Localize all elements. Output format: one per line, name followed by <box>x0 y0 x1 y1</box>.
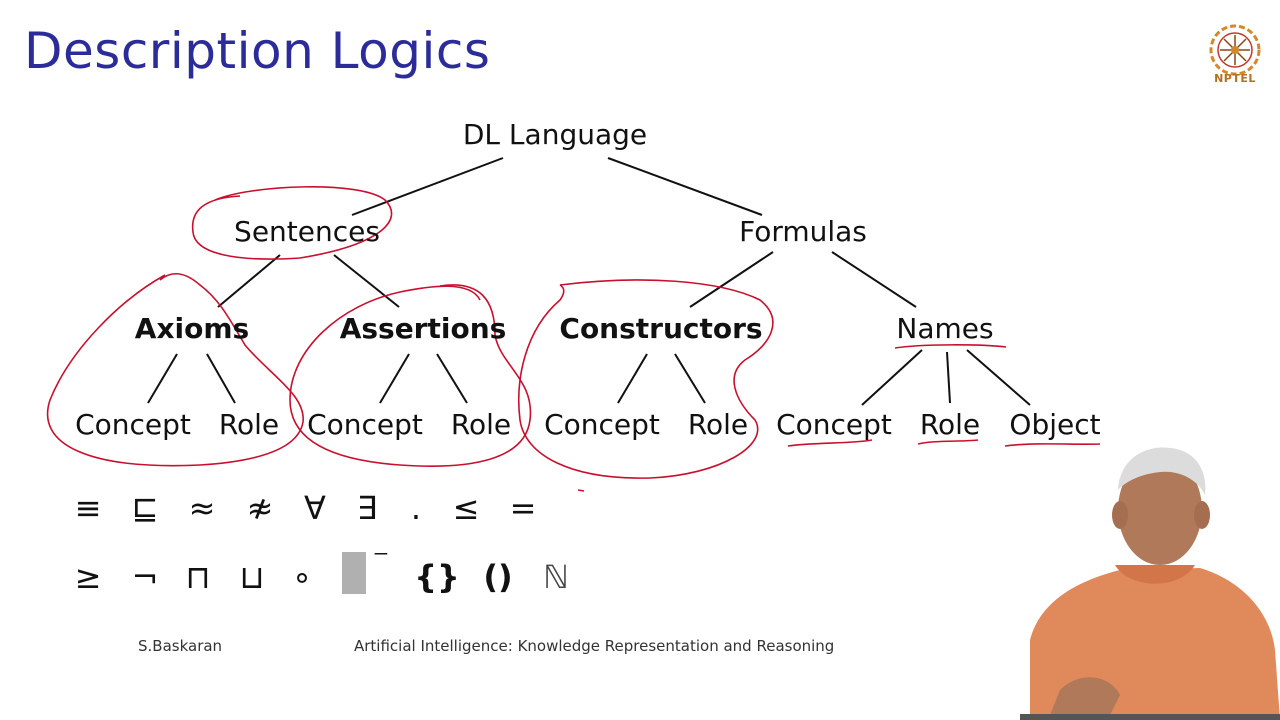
symbol-parens: () <box>483 558 513 596</box>
footer-course: Artificial Intelligence: Knowledge Repre… <box>354 637 835 655</box>
logo-text: NPTEL <box>1214 72 1256 85</box>
symbol-naturals: ℕ <box>543 558 569 596</box>
annotation-marks <box>46 186 1101 492</box>
symbol-not-approx: ≉ <box>246 489 274 527</box>
leaf-axioms-concept: Concept <box>75 408 191 441</box>
symbol-exists: ∃ <box>356 489 378 527</box>
symbol-forall: ∀ <box>304 489 326 527</box>
symbol-disjunction: ⊔ <box>239 558 265 596</box>
leaf-names-object: Object <box>1009 408 1101 441</box>
symbol-not: ¬ <box>131 558 159 596</box>
symbol-compose: ∘ <box>291 558 313 596</box>
symbol-conjunction: ⊓ <box>185 558 211 596</box>
node-root: DL Language <box>462 118 648 151</box>
leaf-assertions-concept: Concept <box>307 408 423 441</box>
presenter-video <box>1020 447 1280 720</box>
symbol-approx: ≈ <box>188 489 216 527</box>
symbol-inverse: ⁻ <box>372 540 390 578</box>
nptel-logo <box>1209 24 1261 76</box>
node-sentences: Sentences <box>234 215 380 248</box>
leaf-axioms-role: Role <box>218 408 280 441</box>
leaf-constructors-role: Role <box>687 408 749 441</box>
symbol-equivalent: ≡ <box>74 489 102 527</box>
leaf-constructors-concept: Concept <box>544 408 660 441</box>
node-constructors: Constructors <box>559 312 763 345</box>
symbol-geq: ≥ <box>74 558 102 596</box>
node-axioms: Axioms <box>134 312 250 345</box>
symbol-eq: = <box>509 489 537 527</box>
tree-edges <box>147 157 1031 406</box>
slide-title: Description Logics <box>24 22 491 80</box>
symbol-subsumed: ⊑ <box>131 489 159 527</box>
symbol-braces: {} <box>414 558 460 596</box>
symbol-placeholder-box <box>342 552 366 594</box>
node-assertions: Assertions <box>339 312 507 345</box>
node-names: Names <box>896 312 994 345</box>
symbol-leq: ≤ <box>452 489 480 527</box>
symbol-dot: . <box>410 489 422 527</box>
leaf-names-concept: Concept <box>776 408 892 441</box>
leaf-assertions-role: Role <box>450 408 512 441</box>
footer-author: S.Baskaran <box>138 637 223 655</box>
node-formulas: Formulas <box>739 215 867 248</box>
leaf-names-role: Role <box>919 408 981 441</box>
